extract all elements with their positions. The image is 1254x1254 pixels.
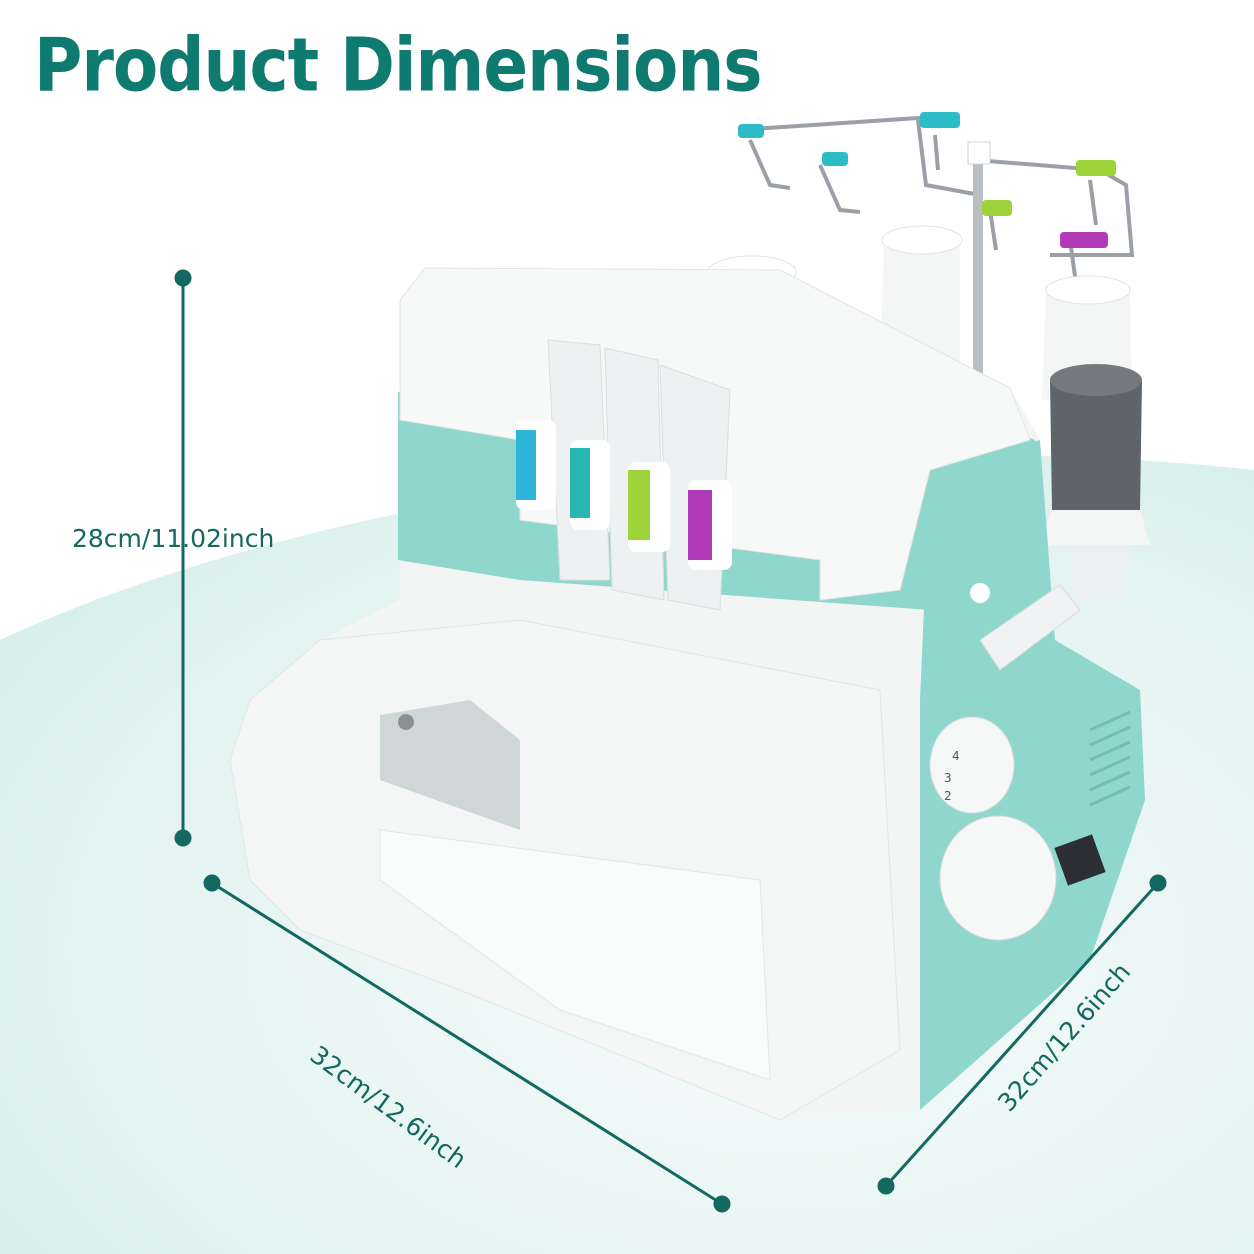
page-title: Product Dimensions	[34, 22, 763, 109]
thread-guides	[738, 112, 1116, 248]
dial-number-3: 3	[944, 771, 952, 785]
width-dimension-line	[211, 881, 723, 1206]
dial-number-2: 2	[944, 789, 952, 803]
depth-dimension-line	[884, 881, 1160, 1188]
tension-dials	[516, 339, 732, 611]
vent-grille	[1089, 710, 1131, 807]
dial-number-4: 4	[952, 749, 960, 763]
side-knobs: 4 3 2	[929, 583, 1081, 941]
height-label: 28cm/11.02inch	[72, 524, 275, 553]
